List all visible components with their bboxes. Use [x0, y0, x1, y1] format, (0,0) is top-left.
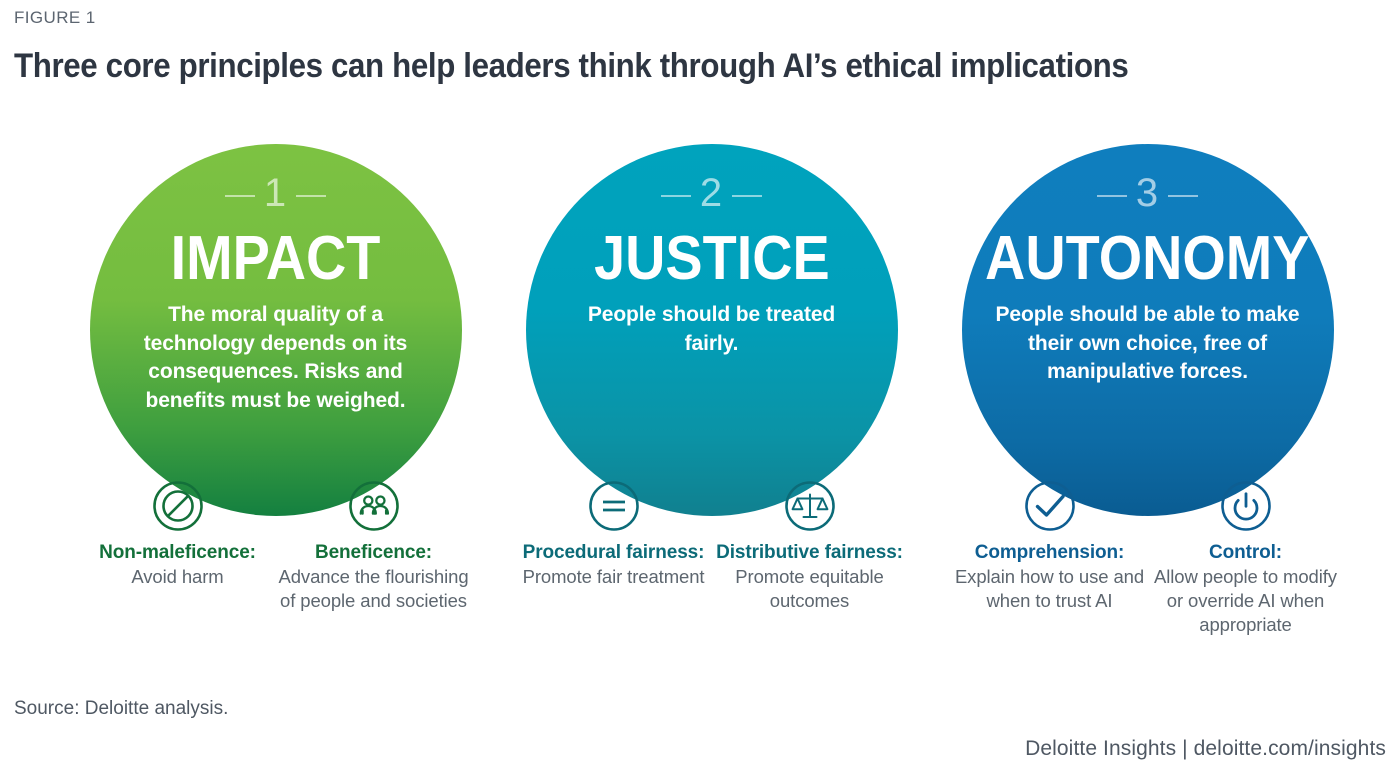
principle-number: 3 — [1135, 171, 1160, 215]
pair-description: Allow people to modify or override AI wh… — [1154, 566, 1337, 635]
pair-description: Avoid harm — [131, 566, 224, 587]
pair-non-maleficence: Non-maleficence: Avoid harm — [80, 480, 276, 613]
prohibition-icon — [152, 480, 204, 532]
principle-number-badge: 1 — [224, 171, 327, 220]
dash-right-icon — [732, 195, 763, 197]
figure-label: FIGURE 1 — [14, 8, 96, 27]
principle-column-justice: 2 JUSTICE People should be treated fairl… — [499, 128, 924, 673]
pair-description: Promote equitable outcomes — [735, 566, 884, 611]
source-note: Source: Deloitte analysis. — [14, 698, 229, 719]
principle-number-badge: 3 — [1096, 171, 1199, 220]
dash-left-icon — [224, 195, 255, 197]
pair-distributive-fairness: Distributive fairness: Promote equitable… — [712, 480, 908, 613]
principle-circle-autonomy: 3 AUTONOMY People should be able to make… — [961, 144, 1334, 516]
pair-control: Control: Allow people to modify or overr… — [1148, 480, 1344, 637]
principle-pairs-justice: Procedural fairness: Promote fair treatm… — [499, 480, 924, 613]
dash-left-icon — [1096, 195, 1127, 197]
power-button-icon — [1220, 480, 1272, 532]
dash-right-icon — [296, 195, 327, 197]
principle-circle-impact: 1 IMPACT The moral quality of a technolo… — [89, 144, 462, 516]
principle-body: People should be able to make their own … — [995, 303, 1300, 383]
principle-body: People should be treated fairly. — [587, 303, 836, 355]
pair-description: Explain how to use and when to trust AI — [954, 566, 1145, 611]
principle-heading: IMPACT — [170, 224, 381, 293]
pair-beneficence: Beneficence: Advance the flourishing of … — [276, 480, 472, 613]
principle-number-badge: 2 — [660, 171, 763, 220]
pair-procedural-fairness: Procedural fairness: Promote fair treatm… — [516, 480, 712, 613]
page-title: Three core principles can help leaders t… — [14, 47, 1129, 85]
pair-title: Beneficence: — [314, 542, 433, 563]
dash-left-icon — [660, 195, 691, 197]
pair-title: Control: — [1208, 542, 1283, 563]
principle-pairs-impact: Non-maleficence: Avoid harm — [63, 480, 488, 613]
principle-pairs-autonomy: Comprehension: Explain how to use and wh… — [935, 480, 1360, 637]
principle-heading: JUSTICE — [593, 224, 830, 293]
pair-title: Procedural fairness: — [522, 542, 705, 563]
equals-icon — [588, 480, 640, 532]
pair-description: Promote fair treatment — [522, 566, 705, 587]
principle-number: 1 — [263, 171, 288, 215]
two-people-icon — [348, 480, 400, 532]
principles-row: 1 IMPACT The moral quality of a technolo… — [0, 128, 1400, 688]
pair-comprehension: Comprehension: Explain how to use and wh… — [952, 480, 1148, 637]
pair-description: Advance the flourishing of people and so… — [278, 566, 469, 611]
scales-icon — [784, 480, 836, 532]
principle-body: The moral quality of a technology depend… — [143, 303, 408, 412]
pair-title: Distributive fairness: — [716, 542, 903, 563]
principle-heading: AUTONOMY — [985, 224, 1310, 293]
brand-footer: Deloitte Insights | deloitte.com/insight… — [1025, 737, 1386, 760]
principle-number: 2 — [699, 171, 724, 215]
principle-circle-justice: 2 JUSTICE People should be treated fairl… — [525, 144, 898, 516]
principle-column-impact: 1 IMPACT The moral quality of a technolo… — [63, 128, 488, 673]
checkmark-icon — [1024, 480, 1076, 532]
pair-title: Non-maleficence: — [99, 542, 256, 563]
principle-column-autonomy: 3 AUTONOMY People should be able to make… — [935, 128, 1360, 673]
pair-title: Comprehension: — [974, 542, 1125, 563]
dash-right-icon — [1168, 195, 1199, 197]
